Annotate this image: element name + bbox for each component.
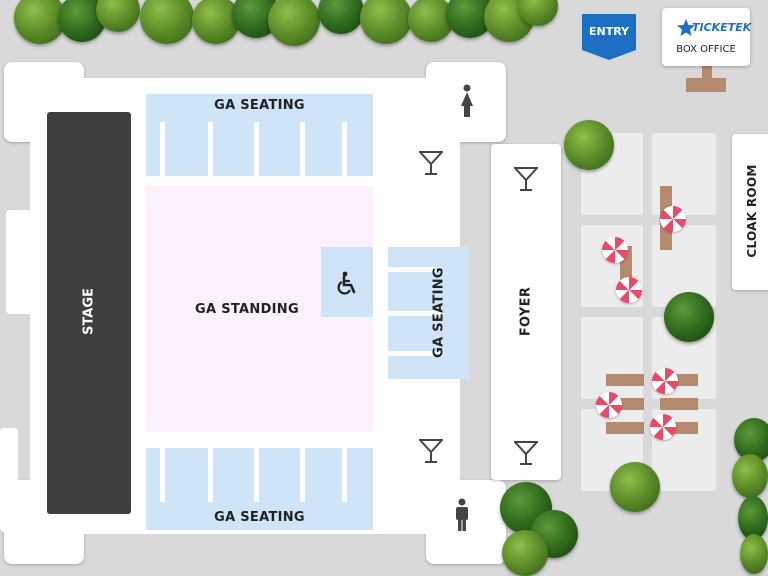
tree bbox=[268, 0, 320, 46]
ticketek-logo: TICKETEK bbox=[676, 18, 751, 38]
bench bbox=[660, 398, 698, 410]
tree bbox=[360, 0, 412, 44]
seat-divider bbox=[388, 311, 442, 316]
cocktail-glass-icon[interactable] bbox=[419, 438, 443, 464]
ga-seating-top-label: GA SEATING bbox=[214, 98, 305, 113]
cocktail-glass-icon[interactable] bbox=[419, 150, 443, 176]
tree bbox=[318, 0, 364, 34]
cloak-room-label: CLOAK ROOM bbox=[745, 164, 759, 258]
bench bbox=[606, 374, 644, 386]
tree bbox=[732, 454, 768, 498]
bench bbox=[606, 422, 644, 434]
wheelchair-area[interactable] bbox=[321, 247, 373, 317]
entry-marker[interactable]: ENTRY bbox=[582, 14, 636, 62]
ticketek-star-icon bbox=[677, 19, 695, 36]
wheelchair-icon bbox=[337, 271, 356, 295]
ga-seating-bottom-label: GA SEATING bbox=[214, 510, 305, 525]
venue-left-notch-bottom bbox=[0, 428, 18, 532]
tree bbox=[564, 120, 614, 170]
seat-divider bbox=[160, 122, 165, 176]
stage-label: STAGE bbox=[81, 288, 97, 335]
entry-label: ENTRY bbox=[588, 25, 630, 38]
box-office-post bbox=[702, 62, 712, 78]
seat-divider bbox=[388, 351, 442, 356]
cocktail-glass-icon[interactable] bbox=[514, 440, 538, 466]
seat-divider bbox=[208, 122, 213, 176]
ga-standing-label: GA STANDING bbox=[195, 302, 299, 317]
seat-divider bbox=[342, 122, 347, 176]
tree bbox=[502, 530, 548, 576]
ga-seating-right[interactable]: GA SEATING bbox=[388, 247, 470, 379]
umbrella-icon bbox=[602, 237, 628, 263]
cocktail-glass-icon[interactable] bbox=[514, 166, 538, 192]
box-office-sign[interactable]: TICKETEK BOX OFFICE bbox=[662, 8, 751, 66]
umbrella-icon bbox=[652, 368, 678, 394]
male-toilet-icon[interactable] bbox=[454, 498, 470, 532]
tree bbox=[664, 292, 714, 342]
seat-divider bbox=[388, 267, 442, 272]
seat-divider bbox=[254, 122, 259, 176]
ga-seating-bottom[interactable]: GA SEATING bbox=[146, 448, 373, 530]
tree bbox=[740, 534, 768, 574]
tree bbox=[610, 462, 660, 512]
stage[interactable]: STAGE bbox=[47, 112, 131, 514]
entry-pin-icon bbox=[582, 14, 636, 60]
box-office-base bbox=[686, 78, 726, 92]
cloak-room[interactable]: CLOAK ROOM bbox=[732, 134, 768, 290]
seat-divider bbox=[254, 448, 259, 502]
umbrella-icon bbox=[650, 414, 676, 440]
ga-seating-right-label: GA SEATING bbox=[431, 267, 447, 358]
tree bbox=[738, 496, 768, 540]
seat-divider bbox=[300, 122, 305, 176]
female-toilet-icon[interactable] bbox=[459, 84, 475, 118]
seat-divider bbox=[208, 448, 213, 502]
foyer[interactable]: FOYER bbox=[491, 144, 561, 480]
umbrella-icon bbox=[616, 277, 642, 303]
seat-divider bbox=[160, 448, 165, 502]
box-office-label: BOX OFFICE bbox=[676, 44, 736, 55]
venue-left-notch bbox=[6, 210, 32, 314]
umbrella-icon bbox=[596, 392, 622, 418]
courtyard-tile bbox=[581, 317, 643, 399]
foyer-label: FOYER bbox=[518, 286, 534, 337]
tree bbox=[14, 0, 66, 44]
ga-seating-top[interactable]: GA SEATING bbox=[146, 94, 373, 176]
ticketek-wordmark: TICKETEK bbox=[692, 21, 752, 34]
tree bbox=[140, 0, 194, 44]
seat-divider bbox=[300, 448, 305, 502]
umbrella-icon bbox=[660, 206, 686, 232]
seat-divider bbox=[342, 448, 347, 502]
